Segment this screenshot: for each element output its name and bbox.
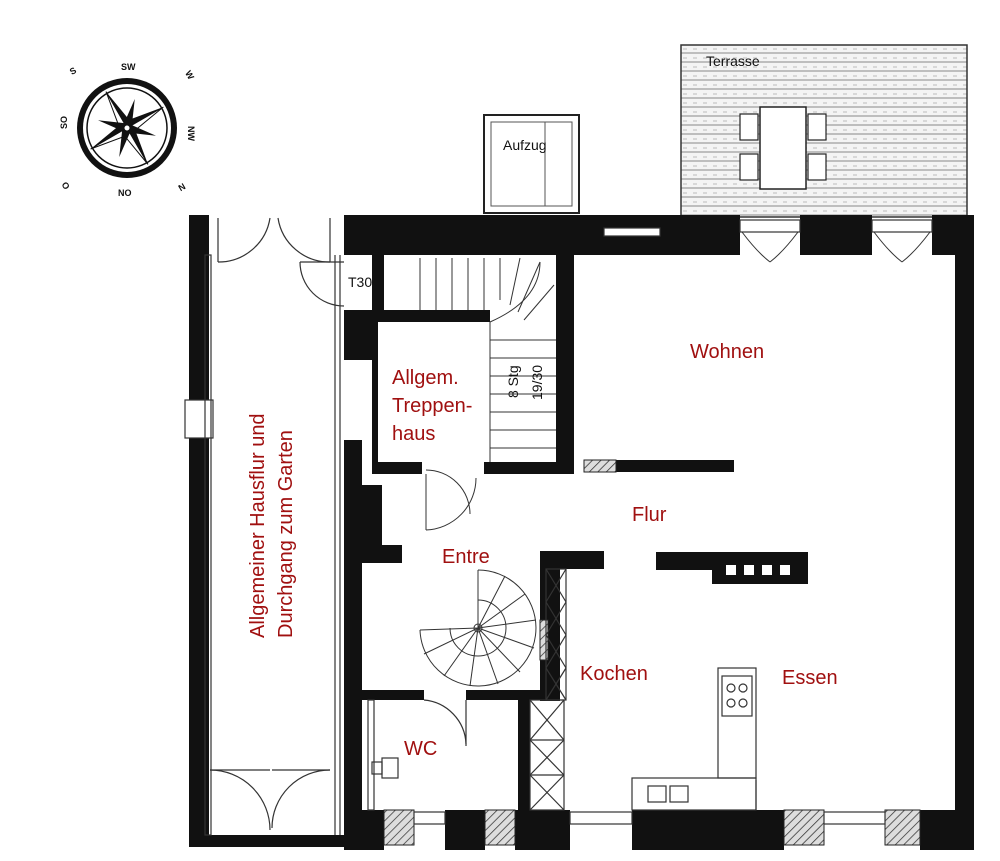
elevator-label: Aufzug <box>503 137 547 153</box>
windows <box>184 219 933 825</box>
compass-label-s: S <box>68 65 78 77</box>
room-label-kochen: Kochen <box>580 663 648 685</box>
room-label-treppenhaus-line2: Treppen- <box>392 395 472 417</box>
chimney-openings <box>726 565 790 575</box>
room-label-essen: Essen <box>782 667 838 689</box>
compass-label-o: O <box>60 180 72 191</box>
compass-label-nw: NW <box>186 126 196 141</box>
room-label-treppenhaus-line3: haus <box>392 423 435 445</box>
compass-label-sw: SW <box>121 62 136 72</box>
stair-spec-1: 8 Stg <box>505 365 521 398</box>
compass-label-w: W <box>183 69 196 82</box>
hatched-walls <box>383 459 921 846</box>
compass-rose-icon <box>77 78 177 178</box>
stairwell-stairs <box>419 257 556 531</box>
spiral-staircase <box>419 569 537 687</box>
room-label-hausflur-line2: Durchgang zum Garten <box>275 430 297 638</box>
room-label-treppenhaus-line1: Allgem. <box>392 367 459 389</box>
room-label-wc: WC <box>404 738 437 760</box>
room-label-flur: Flur <box>632 504 667 526</box>
elevator <box>483 114 580 214</box>
compass-label-so: SO <box>59 116 69 129</box>
room-label-hausflur-line1: Allgemeiner Hausflur und <box>247 413 269 638</box>
walls <box>189 215 974 850</box>
compass-label-n: N <box>176 181 187 193</box>
terrace <box>680 44 968 218</box>
kitchen-units <box>529 568 757 811</box>
wc-fixtures <box>367 699 467 811</box>
t30-label: T30 <box>348 274 372 290</box>
stair-spec-2: 19/30 <box>529 365 545 400</box>
room-label-wohnen: Wohnen <box>690 341 764 363</box>
hallway-doors <box>204 217 345 836</box>
room-label-entre: Entre <box>442 546 490 568</box>
terrace-label: Terrasse <box>706 53 760 69</box>
compass-label-no: NO <box>118 188 132 198</box>
